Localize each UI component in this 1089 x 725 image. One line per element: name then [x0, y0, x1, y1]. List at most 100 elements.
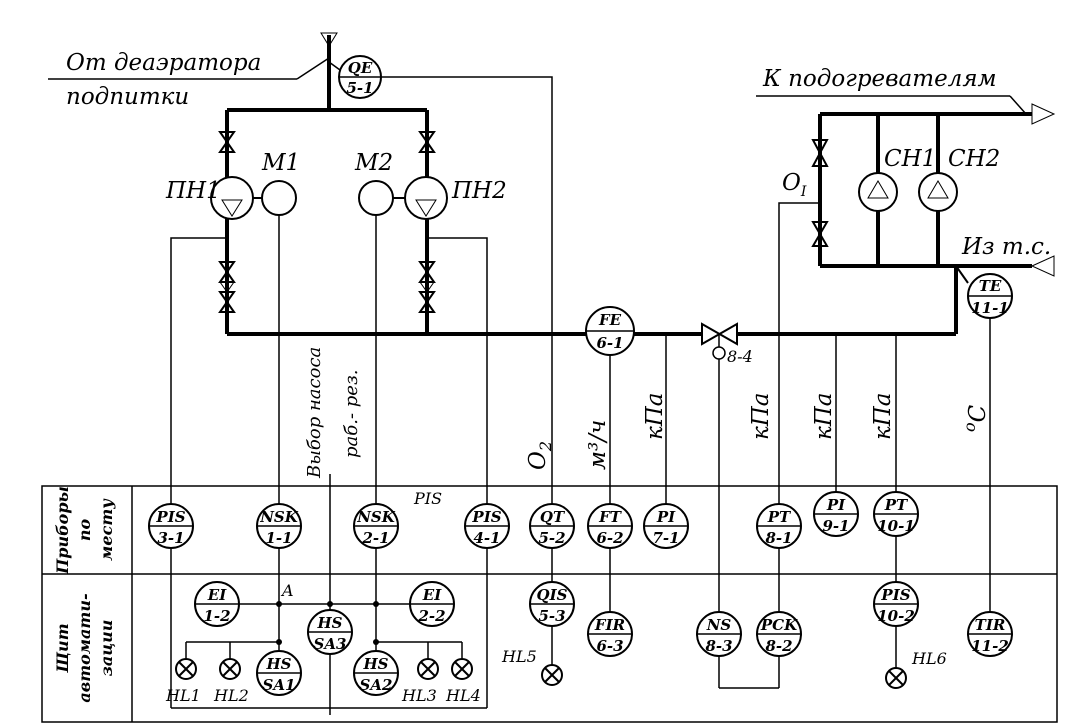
panel-row-label-2: автомати- [75, 593, 94, 702]
svg-text:8-1: 8-1 [765, 529, 792, 547]
svg-text:SA2: SA2 [360, 676, 393, 694]
panel-row-label-3: зации [97, 620, 116, 677]
svg-text:PIS: PIS [471, 508, 501, 526]
lamp-hl3: HL3 [401, 658, 439, 705]
o1-label: ОI [782, 170, 807, 200]
svg-text:NS: NS [706, 616, 732, 634]
lamp-hl4: HL4 [445, 658, 481, 705]
pump-pn1-label: ПН1 [165, 178, 221, 204]
from-deaerator-label: От деаэратора [66, 50, 261, 76]
from-ts-label: Из т.с. [961, 234, 1051, 260]
device-ns-8-3: NS 8-3 [696, 611, 742, 657]
control-valve-icon [701, 322, 738, 346]
svg-text:HL4: HL4 [445, 686, 481, 705]
device-pis-3-1: PIS 3-1 [148, 503, 194, 549]
device-te-11-1: TE 11-1 [955, 265, 1013, 612]
node-a-label: A [280, 581, 294, 600]
pump-select-label: Выбор насоса [304, 347, 325, 479]
network-pump-group: К подогревателям Из т.с. ОI СН1 СН2 [756, 66, 1056, 505]
svg-text:NSK: NSK [356, 508, 396, 526]
kpa-unit-label: кПа [870, 392, 896, 440]
device-ei-1-2: EI 1-2 [194, 581, 240, 627]
lamp-hl1: HL1 [165, 658, 201, 705]
lamp-hl6: HL6 [885, 649, 947, 689]
device-hs-sa2: HS SA2 [353, 650, 399, 696]
pump-group: ПН1 М1 ПН2 М2 [165, 110, 507, 505]
field-instr-row-label-3: месту [97, 498, 116, 561]
svg-text:7-1: 7-1 [652, 529, 679, 547]
svg-text:6-2: 6-2 [596, 529, 623, 547]
pump-pn2-label: ПН2 [451, 178, 507, 204]
svg-text:EI: EI [207, 586, 227, 604]
svg-text:FIR: FIR [594, 616, 625, 634]
svg-text:HL3: HL3 [401, 686, 437, 705]
svg-text:SA1: SA1 [263, 676, 296, 694]
device-pt-10-1: PT 10-1 [873, 491, 919, 537]
o2-unit-label: O2 [525, 441, 555, 470]
svg-text:5-2: 5-2 [538, 529, 565, 547]
svg-text:5-1: 5-1 [346, 79, 373, 97]
field-instruments: PIS 3-1 NSK 1-1 NSK 2-1 PIS 4-1 QT 5-2 [148, 491, 919, 549]
svg-text:PT: PT [884, 496, 909, 514]
pump-ch2-label: СН2 [948, 146, 1000, 172]
device-pi-7-1: PI 7-1 [643, 503, 689, 549]
svg-text:NSK: NSK [259, 508, 299, 526]
device-nsk-2-1: NSK 2-1 [353, 503, 399, 549]
device-pi-9-1: PI 9-1 [813, 491, 859, 537]
device-pis-4-1: PIS 4-1 [464, 503, 510, 549]
pump-pn2-icon [404, 176, 448, 220]
svg-text:8-2: 8-2 [765, 637, 792, 655]
device-qt-5-2: QT 5-2 [529, 503, 575, 549]
device-ei-2-2: EI 2-2 [409, 581, 455, 627]
instrument-table: Приборы по месту Щит автомати- зации PIS [41, 485, 1058, 723]
svg-text:11-2: 11-2 [971, 637, 1009, 655]
valve-icon [418, 291, 436, 313]
flow-unit-label: м³/ч [585, 420, 611, 470]
svg-text:PI: PI [826, 496, 846, 514]
svg-text:PT: PT [767, 508, 792, 526]
svg-text:5-3: 5-3 [538, 607, 565, 625]
lamp-hl5: HL5 [501, 647, 563, 686]
device-hs-sa1: HS SA1 [256, 650, 302, 696]
motor-m2-icon [358, 180, 394, 216]
device-pck-8-2: PCK 8-2 [756, 611, 802, 657]
indicator-lamps: HL1 HL2 HL3 HL4 HL5 HL6 [165, 647, 947, 705]
device-pis-10-2: PIS 10-2 [873, 581, 919, 627]
svg-text:QIS: QIS [537, 586, 568, 604]
inlet-arrow-icon [1030, 255, 1055, 277]
svg-text:10-2: 10-2 [877, 607, 915, 625]
valve-icon [811, 139, 829, 167]
device-hs-sa3: HS SA3 [307, 609, 353, 655]
kpa-unit-label: кПа [811, 392, 837, 440]
kpa-unit-label: кПа [748, 392, 774, 440]
svg-text:FT: FT [598, 508, 623, 526]
svg-text:TIR: TIR [975, 616, 1006, 634]
svg-text:SA3: SA3 [314, 635, 347, 653]
svg-text:HS: HS [265, 655, 291, 673]
svg-text:6-1: 6-1 [596, 334, 623, 352]
svg-text:PIS: PIS [880, 586, 910, 604]
device-nsk-1-1: NSK 1-1 [256, 503, 302, 549]
svg-text:EI: EI [422, 586, 442, 604]
main-pipe: 8-4 [227, 266, 958, 505]
valve-icon [218, 291, 236, 313]
panel-row-label-1: Щит [53, 623, 72, 673]
svg-text:TE: TE [979, 277, 1002, 295]
motor-m1-label: М1 [261, 150, 300, 176]
device-ft-6-2: FT 6-2 [587, 503, 633, 549]
temp-unit-label: oC [960, 404, 991, 432]
svg-text:3-1: 3-1 [157, 529, 184, 547]
svg-text:11-1: 11-1 [971, 299, 1009, 317]
valve-8-4-label: 8-4 [727, 347, 753, 366]
valve-icon [218, 131, 236, 153]
svg-text:2-1: 2-1 [361, 529, 389, 547]
svg-text:HL5: HL5 [501, 647, 537, 666]
svg-text:6-3: 6-3 [596, 637, 623, 655]
svg-text:1-2: 1-2 [203, 607, 230, 625]
svg-text:HL2: HL2 [213, 686, 249, 705]
svg-text:QE: QE [348, 59, 373, 77]
pump-ch1-icon [858, 172, 898, 212]
valve-icon [811, 221, 829, 247]
device-pt-8-1: PT 8-1 [756, 503, 802, 549]
